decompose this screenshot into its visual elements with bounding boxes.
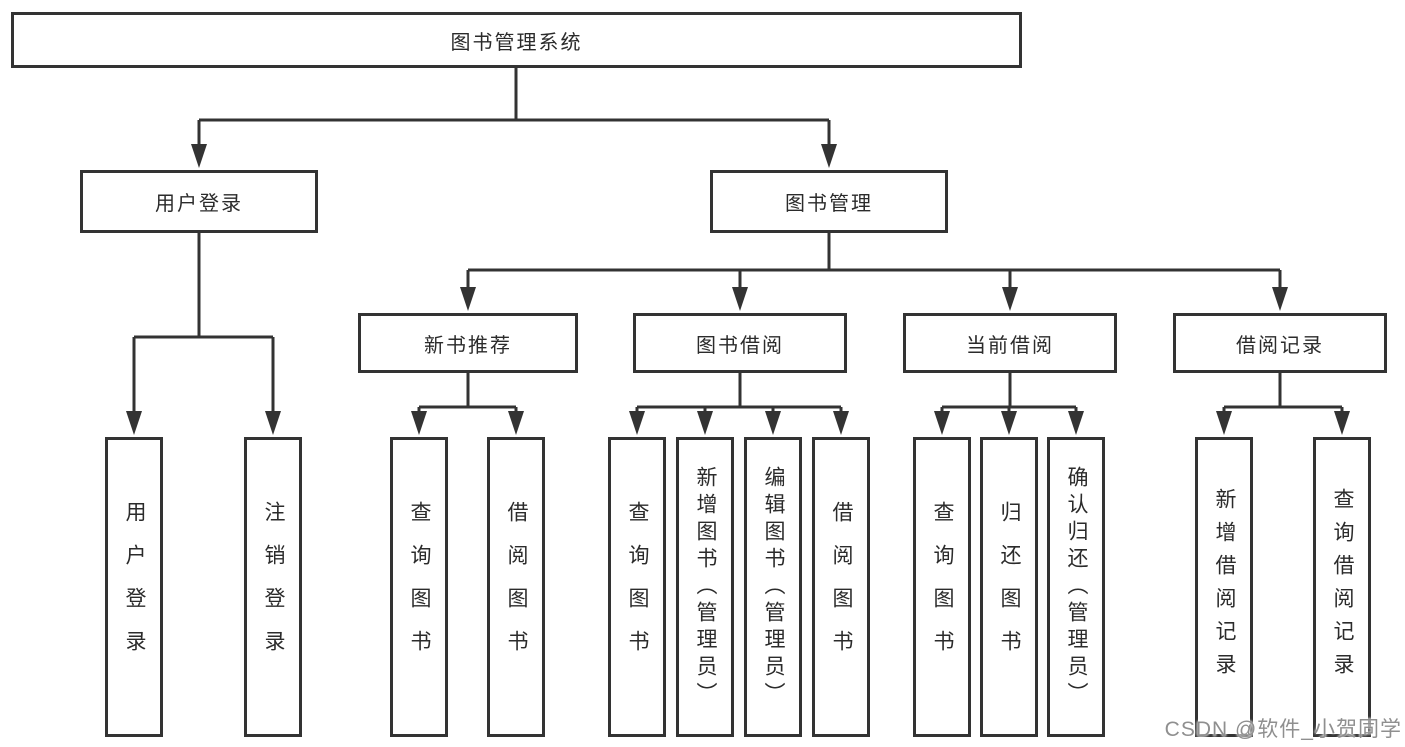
node-confirm-return-admin: 确认归还（管理员） (1047, 437, 1105, 737)
node-return-books: 归还图书 (980, 437, 1038, 737)
node-query-books-current: 查询图书 (913, 437, 971, 737)
node-new-book-recommend: 新书推荐 (358, 313, 578, 373)
node-book-borrow: 图书借阅 (633, 313, 847, 373)
node-user-login-leaf: 用户登录 (105, 437, 163, 737)
node-query-borrow-record: 查询借阅记录 (1313, 437, 1371, 737)
node-borrow-records: 借阅记录 (1173, 313, 1387, 373)
csdn-watermark: CSDN @软件_小贺同学 (1164, 718, 1402, 741)
node-book-management: 图书管理 (710, 170, 948, 233)
node-root: 图书管理系统 (11, 12, 1022, 68)
node-logout-leaf: 注销登录 (244, 437, 302, 737)
node-query-books-recommend: 查询图书 (390, 437, 448, 737)
node-query-books-borrow: 查询图书 (608, 437, 666, 737)
arrowheads (126, 144, 1350, 435)
node-add-book-admin: 新增图书（管理员） (676, 437, 734, 737)
node-user-login: 用户登录 (80, 170, 318, 233)
node-edit-book-admin: 编辑图书（管理员） (744, 437, 802, 737)
node-current-borrow: 当前借阅 (903, 313, 1117, 373)
node-add-borrow-record: 新增借阅记录 (1195, 437, 1253, 737)
node-borrow-books-recommend: 借阅图书 (487, 437, 545, 737)
node-borrow-books-borrow: 借阅图书 (812, 437, 870, 737)
